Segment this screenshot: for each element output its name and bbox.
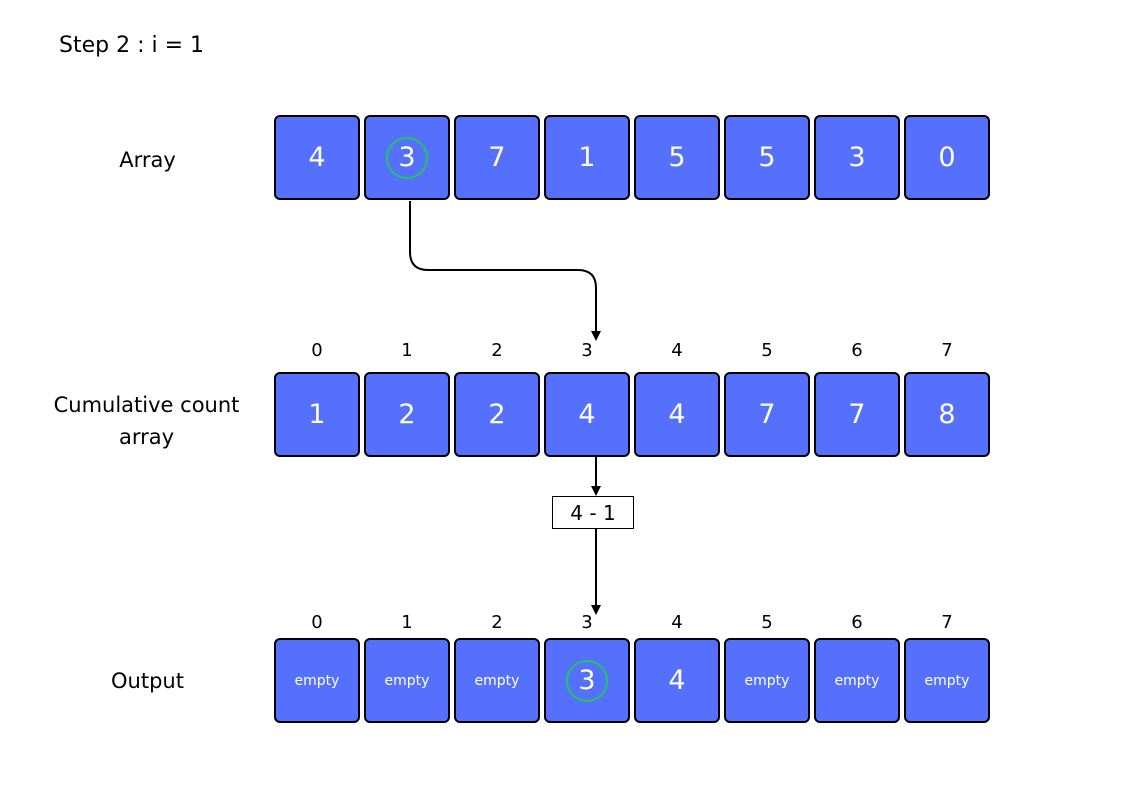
array-cell: 7 bbox=[454, 115, 540, 200]
output-cell-highlighted: 3 bbox=[544, 638, 630, 723]
output-cell-value: empty bbox=[744, 672, 790, 689]
index-label: 7 bbox=[941, 612, 953, 633]
cumulative-cell-value: 7 bbox=[848, 399, 866, 430]
index-label: 4 bbox=[671, 612, 683, 633]
output-cell: empty bbox=[814, 638, 900, 723]
array-cell-value: 5 bbox=[668, 142, 686, 173]
cumulative-cell: 1 bbox=[274, 372, 360, 457]
index-label: 5 bbox=[761, 340, 773, 361]
array-cell-value: 3 bbox=[848, 142, 866, 173]
input-array: 4 3 7 1 5 5 3 0 bbox=[274, 115, 990, 200]
index-label: 2 bbox=[491, 340, 503, 361]
index-label: 1 bbox=[401, 340, 413, 361]
cumulative-cell-value: 7 bbox=[758, 399, 776, 430]
array-cell: 3 bbox=[814, 115, 900, 200]
index-label: 0 bbox=[311, 340, 323, 361]
array-cell: 0 bbox=[904, 115, 990, 200]
cumulative-count-label: Cumulative count array bbox=[40, 389, 253, 453]
index-label: 7 bbox=[941, 340, 953, 361]
array-cell-highlighted: 3 bbox=[364, 115, 450, 200]
array-label: Array bbox=[119, 148, 176, 172]
output-cell-value: 4 bbox=[668, 665, 686, 696]
cumulative-cell: 8 bbox=[904, 372, 990, 457]
cumulative-cell: 7 bbox=[814, 372, 900, 457]
cumulative-cell: 4 bbox=[544, 372, 630, 457]
step-title: Step 2 : i = 1 bbox=[59, 33, 205, 58]
array-cell: 1 bbox=[544, 115, 630, 200]
highlight-circle bbox=[386, 136, 428, 179]
output-cell: empty bbox=[364, 638, 450, 723]
cumulative-label-line1: Cumulative count bbox=[53, 393, 240, 417]
cumulative-cell-value: 1 bbox=[308, 399, 326, 430]
output-cell-value: empty bbox=[924, 672, 970, 689]
array-cell-value: 0 bbox=[938, 142, 956, 173]
array-cell: 5 bbox=[634, 115, 720, 200]
output-cell: 4 bbox=[634, 638, 720, 723]
cumulative-cell-value: 4 bbox=[668, 399, 686, 430]
index-label: 1 bbox=[401, 612, 413, 633]
cumulative-cell: 4 bbox=[634, 372, 720, 457]
calculation-box: 4 - 1 bbox=[552, 496, 634, 529]
index-label: 0 bbox=[311, 612, 323, 633]
cumulative-indices: 0 1 2 3 4 5 6 7 bbox=[274, 340, 990, 361]
output-indices: 0 1 2 3 4 5 6 7 bbox=[274, 612, 990, 633]
output-cell: empty bbox=[724, 638, 810, 723]
index-label: 2 bbox=[491, 612, 503, 633]
index-label: 3 bbox=[581, 340, 593, 361]
output-cell-value: empty bbox=[294, 672, 340, 689]
output-cell-value: empty bbox=[384, 672, 430, 689]
array-cell-value: 7 bbox=[488, 142, 506, 173]
cumulative-cell-value: 2 bbox=[398, 399, 416, 430]
cumulative-cell-value: 4 bbox=[578, 399, 596, 430]
output-cell-value: empty bbox=[474, 672, 520, 689]
cumulative-cell: 2 bbox=[454, 372, 540, 457]
index-label: 3 bbox=[581, 612, 593, 633]
cumulative-cell-value: 2 bbox=[488, 399, 506, 430]
index-label: 5 bbox=[761, 612, 773, 633]
array-cell-value: 4 bbox=[308, 142, 326, 173]
output-array: empty empty empty 3 4 empty empty empty bbox=[274, 638, 990, 723]
cumulative-label-line2: array bbox=[118, 425, 175, 449]
highlight-circle bbox=[566, 659, 608, 702]
cumulative-cell: 7 bbox=[724, 372, 810, 457]
cumulative-cell: 2 bbox=[364, 372, 450, 457]
index-label: 4 bbox=[671, 340, 683, 361]
output-cell-value: empty bbox=[834, 672, 880, 689]
array-cell: 4 bbox=[274, 115, 360, 200]
array-cell: 5 bbox=[724, 115, 810, 200]
index-label: 6 bbox=[851, 612, 863, 633]
cumulative-cell-value: 8 bbox=[938, 399, 956, 430]
array-cell-value: 1 bbox=[578, 142, 596, 173]
index-label: 6 bbox=[851, 340, 863, 361]
cumulative-count-array: 1 2 2 4 4 7 7 8 bbox=[274, 372, 990, 457]
output-cell: empty bbox=[274, 638, 360, 723]
array-cell-value: 5 bbox=[758, 142, 776, 173]
array-to-cumulative-arrow bbox=[409, 201, 601, 341]
output-label: Output bbox=[111, 669, 184, 693]
output-cell: empty bbox=[454, 638, 540, 723]
output-cell: empty bbox=[904, 638, 990, 723]
